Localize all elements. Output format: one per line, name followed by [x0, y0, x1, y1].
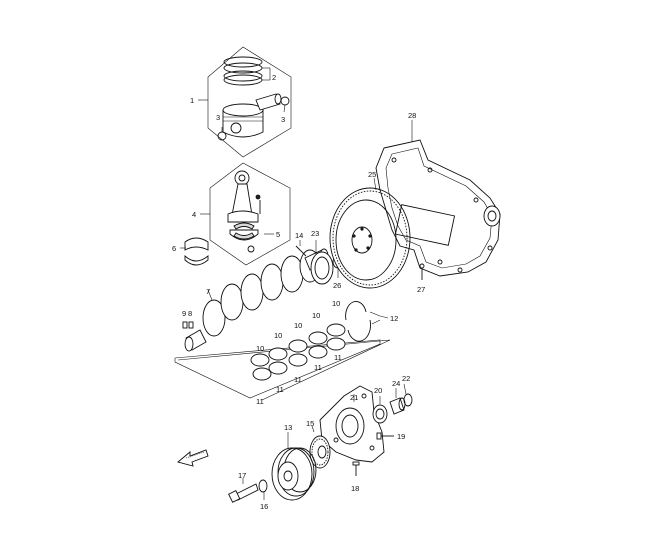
con-rod-nut [247, 245, 255, 253]
front-oil-seal [372, 404, 388, 424]
main-bearing-1 [250, 353, 272, 381]
callout-12: 12 [390, 314, 398, 323]
rear-end-plate-outline [375, 139, 501, 277]
main-bearing-3 [288, 339, 308, 367]
piston-group-frame [207, 46, 292, 158]
rear-oil-seal [310, 251, 334, 285]
crank-web-5 [280, 255, 304, 293]
rod-bearing-shell-lower [184, 254, 209, 266]
con-rod-bearing-lower [233, 232, 255, 240]
callout-8: 8 [188, 309, 192, 318]
callout-11-b: 11 [276, 385, 284, 394]
o-ring [403, 393, 413, 407]
connecting-rod-group: 4 5 [192, 162, 291, 266]
callout-10-d: 10 [312, 311, 320, 320]
callout-10-e: 10 [332, 299, 340, 308]
callout-15: 15 [306, 419, 314, 428]
callout-25: 25 [368, 170, 376, 179]
callout-4: 4 [192, 210, 196, 219]
callout-27: 27 [417, 285, 425, 294]
thrust-washers: 12 [345, 301, 398, 342]
flywheel-bolt-14 [295, 245, 307, 257]
main-bearing-4 [308, 331, 328, 359]
rod-bearing-set: 6 [172, 237, 209, 266]
piston-ring-top [223, 56, 263, 68]
crankshaft: 7 9 8 [182, 248, 329, 352]
callout-2: 2 [272, 73, 276, 82]
rear-end-plate: 28 27 [375, 111, 501, 294]
main-bearing-2 [268, 347, 288, 375]
callout-13: 13 [284, 423, 292, 432]
callout-9: 9 [182, 309, 186, 318]
callout-20: 20 [374, 386, 382, 395]
callout-16: 16 [260, 502, 268, 511]
crank-pulley: 13 [271, 423, 317, 501]
callout-1: 1 [190, 96, 194, 105]
rear-plate-window [394, 204, 456, 246]
main-bearing-frame [174, 339, 381, 399]
callout-17: 17 [238, 471, 246, 480]
callout-11-e: 11 [334, 353, 342, 362]
con-rod-group-frame [209, 162, 291, 266]
rear-plate-boss [483, 205, 501, 227]
callout-21: 21 [350, 393, 358, 402]
piston-pin-clip-right [280, 96, 290, 106]
crank-key [182, 321, 188, 329]
callout-5: 5 [276, 230, 280, 239]
callout-24: 24 [392, 379, 400, 388]
thrust-washer-upper [345, 301, 367, 321]
callout-7: 7 [206, 287, 210, 296]
flywheel: 25 [329, 170, 411, 289]
pulley-washer [258, 479, 268, 493]
pulley-fasteners: 16 17 [228, 471, 268, 511]
main-bearing-5 [326, 323, 346, 351]
crank-web-4 [260, 263, 284, 301]
crank-web-1 [202, 299, 226, 337]
piston-group: 1 2 3 3 [190, 46, 292, 158]
con-rod-big-end [227, 210, 259, 223]
callout-23: 23 [311, 229, 319, 238]
callout-11-d: 11 [314, 363, 322, 372]
crank-web-2 [220, 283, 244, 321]
piston-pin-clip-left [217, 131, 227, 141]
callout-18: 18 [351, 484, 359, 493]
callout-28: 28 [408, 111, 416, 120]
crank-pulley-hub [277, 461, 299, 491]
callout-6: 6 [172, 244, 176, 253]
rod-bearing-shell-upper [184, 237, 209, 251]
front-seal-parts: 20 24 22 [372, 374, 413, 424]
con-rod-bearing-upper [233, 222, 255, 230]
timing-sprocket-body [309, 435, 331, 469]
callout-26: 26 [333, 281, 341, 290]
piston-pin [255, 93, 281, 111]
crank-web-3 [240, 273, 264, 311]
callout-14: 14 [295, 231, 303, 240]
flywheel-hub [351, 226, 373, 254]
piston-crown [222, 103, 264, 117]
con-rod-small-end [234, 170, 250, 186]
crank-sleeve [389, 397, 405, 415]
callout-11-c: 11 [294, 375, 302, 384]
piston-ring-oil [223, 70, 263, 82]
callout-11-a: 11 [256, 397, 264, 406]
main-bearing-set: 10 10 10 10 10 11 11 11 11 11 [174, 299, 391, 406]
callout-3-left: 3 [216, 113, 220, 122]
front-arrow-icon [177, 449, 209, 467]
piston-pin-bore [230, 122, 242, 134]
callout-10-c: 10 [294, 321, 302, 330]
crank-pin [188, 321, 194, 329]
callout-19: 19 [397, 432, 405, 441]
callout-22: 22 [402, 374, 410, 383]
oil-pump-seal-bore [335, 407, 365, 445]
con-rod-beam [231, 183, 253, 216]
timing-sprocket: 15 [306, 419, 331, 469]
callout-10-b: 10 [274, 331, 282, 340]
thrust-washer-lower [347, 319, 371, 342]
front-cover-group: 21 18 19 [319, 385, 405, 493]
callout-10-a: 10 [256, 344, 264, 353]
callout-3-right: 3 [281, 115, 285, 124]
piston-ring-second [223, 62, 263, 74]
